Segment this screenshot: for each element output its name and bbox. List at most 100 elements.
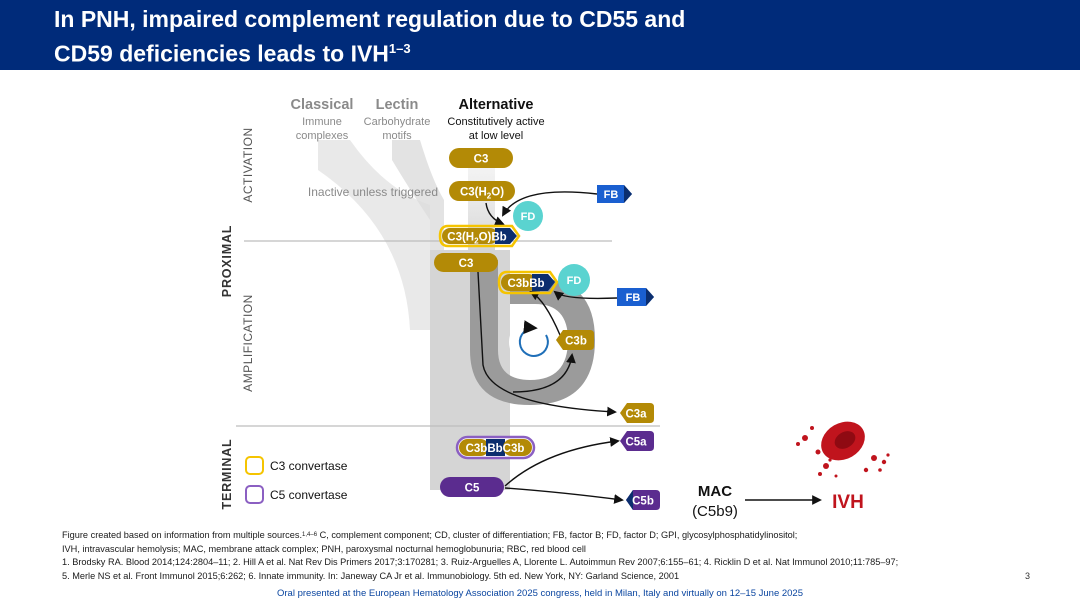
footnote-line-3: 1. Brodsky RA. Blood 2014;124:2804–11; 2… [62, 557, 899, 568]
c3h2obb-label: C3(H2O)Bb [447, 232, 506, 246]
c3bbbc3b-navy [486, 439, 505, 456]
cycle-arrow [518, 320, 549, 357]
c3bbbc3b-gold-left [459, 439, 489, 456]
legend-c5-convertase-swatch [245, 485, 264, 504]
footnote-line-1-pre: Figure created based on information from… [62, 530, 303, 540]
title-superscript: 1–3 [388, 41, 411, 56]
amplification-loop-hole [509, 318, 557, 366]
legend-c5-convertase-label: C5 convertase [270, 488, 348, 502]
c3h2obb-outline [438, 224, 521, 248]
c3bbb-bb: Bb [529, 278, 544, 290]
c3b-label: C3b [565, 336, 587, 348]
mac-subtitle: (C5b9) [692, 503, 738, 520]
arrow-fb-to-c3h2o [502, 191, 598, 217]
footnote-line-4: 5. Merle NS et al. Front Immunol 2015;6:… [62, 570, 680, 581]
alternative-desc-1: Constitutively active [447, 116, 544, 128]
title-line-1: In PNH, impaired complement regulation d… [54, 6, 686, 32]
c3bbbc3b-label: C3bBbC3b [466, 443, 525, 455]
c3bbbc3b-b: Bb [487, 443, 502, 455]
c3-top-label: C3 [474, 154, 489, 166]
arrow-c3h2o-down [485, 202, 505, 226]
c5a-tag [620, 431, 654, 451]
c5b-tag [626, 490, 660, 510]
c3h2o-label: C3(H2O) [460, 187, 504, 201]
c5-label: C5 [465, 483, 480, 495]
c3-top-pill [449, 148, 513, 168]
alternative-title: Alternative [459, 97, 534, 113]
footnote-line-2: IVH, intravascular hemolysis; MAC, membr… [62, 543, 586, 554]
page-title: In PNH, impaired complement regulation d… [54, 5, 685, 69]
fb-tag-1 [597, 185, 632, 203]
fb-label-1: FB [604, 189, 619, 201]
title-line-2: CD59 deficiencies leads to IVH1–3 [54, 34, 685, 69]
c3h2o-sub: 2 [487, 192, 492, 201]
footnote-line-1-post: C, complement component; CD, cluster of … [317, 530, 798, 540]
inactive-note: Inactive unless triggered [308, 185, 438, 199]
page-number: 3 [1025, 571, 1031, 581]
c3h2obb-mid: O) [479, 232, 492, 244]
footnotes: Figure created based on information from… [62, 529, 898, 583]
lectin-desc-2: motifs [382, 130, 412, 142]
lectin-title: Lectin [376, 97, 419, 113]
terminal-label: TERMINAL [220, 439, 234, 510]
fb-tag-2 [617, 288, 654, 306]
c3bbbc3b-gold-right [503, 439, 532, 456]
c3bbb-gold [501, 274, 537, 291]
c5-pill [440, 477, 504, 497]
fd-label-2: FD [567, 275, 582, 287]
legend-c3-convertase-swatch [245, 456, 264, 475]
c3bbb-navy [532, 274, 555, 291]
c5b-label: C5b [632, 496, 654, 508]
c3bbb-label: C3bBb [507, 278, 544, 290]
c3h2o-main: C3(H [460, 187, 487, 199]
title-line-2-text: CD59 deficiencies leads to IVH [54, 40, 389, 67]
arrow-c5-to-c5a [504, 437, 620, 487]
amplification-label: AMPLIFICATION [241, 294, 255, 392]
fb-tag-2-cap [646, 288, 654, 306]
c3-second-label: C3 [459, 258, 474, 270]
header-bar [0, 0, 1080, 70]
c3h2obb-sub: 2 [474, 237, 479, 246]
arrow-loop-to-c3b [512, 353, 576, 393]
c3bbbc3b-c: C3b [503, 443, 525, 455]
classical-title: Classical [291, 97, 354, 113]
c3h2obb-navy [495, 228, 517, 244]
footnote-line-1-sup: 1,4–6 [302, 532, 318, 538]
c5b-tag-edge [626, 490, 633, 510]
legend-c3-convertase-label: C3 convertase [270, 459, 348, 473]
mac-label: MAC [698, 483, 732, 500]
c3-second-pill [434, 253, 498, 272]
activation-label: ACTIVATION [241, 127, 255, 202]
classical-desc-1: Immune [302, 116, 342, 128]
c3h2obb-main: C3(H [447, 232, 474, 244]
c3a-tag [620, 403, 654, 423]
c3h2o-end: O) [491, 187, 504, 199]
fd-label-1: FD [521, 211, 536, 223]
arrow-fb-to-c3bbb [553, 290, 618, 301]
proximal-label: PROXIMAL [220, 225, 234, 297]
alternative-desc-2: at low level [469, 130, 523, 142]
fd-circle-1 [513, 201, 543, 231]
arrow-c5-to-c5b [504, 487, 624, 504]
arrow-c3-to-c3a [477, 271, 617, 417]
classical-stream [318, 140, 430, 330]
red-blood-cell-icon [796, 421, 890, 478]
c3bbb-outline [497, 270, 559, 295]
fb-label-2: FB [626, 292, 641, 304]
fd-circle-2 [558, 264, 590, 296]
c3h2obb-bb: Bb [491, 232, 506, 244]
ivh-label: IVH [832, 492, 864, 513]
c3b-tag [556, 330, 594, 350]
fb-tag-1-cap [624, 185, 632, 203]
c3h2o-pill [449, 181, 515, 201]
congress-note: Oral presented at the European Hematolog… [277, 588, 803, 599]
footnote-line-1: Figure created based on information from… [62, 529, 898, 543]
c5a-label: C5a [625, 437, 647, 449]
classical-desc-2: complexes [296, 130, 349, 142]
c3bbb-c3b: C3b [507, 278, 529, 290]
c3bbbc3b-a: C3b [466, 443, 488, 455]
c3a-label: C3a [625, 409, 647, 421]
lectin-desc-1: Carbohydrate [364, 116, 431, 128]
c3h2obb-gold [442, 228, 498, 244]
